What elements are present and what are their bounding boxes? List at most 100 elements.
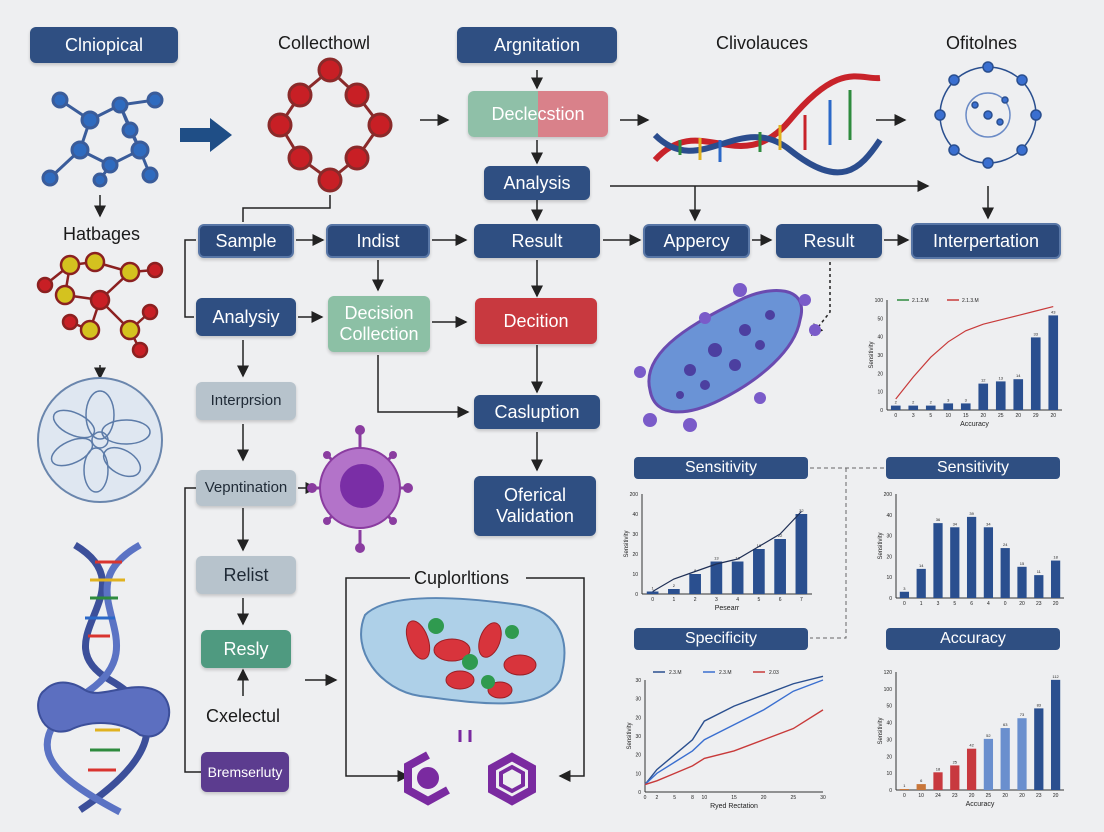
- arrow-result2-to-cell: [811, 262, 831, 337]
- top-right-bar-label: 33: [1034, 331, 1039, 336]
- sensitivity-2-bar: [950, 527, 960, 598]
- accuracy-ytick: 10: [886, 771, 892, 777]
- label-cxelectul: Cxelectul: [206, 706, 281, 726]
- top-right-bar-label: 3: [947, 397, 950, 402]
- blue-molecule-icon: [41, 91, 164, 188]
- box-decition[interactable]: Decition: [475, 298, 597, 344]
- accuracy-ytick: 120: [884, 670, 893, 676]
- sensitivity-2-bar-label: 11: [1037, 569, 1042, 574]
- accuracy-ytick: 40: [886, 721, 892, 727]
- bacterium-icon: [634, 283, 821, 432]
- accuracy-ylabel: Sensitivity: [878, 717, 884, 744]
- box-decision-collection[interactable]: Decision Collection: [328, 296, 430, 352]
- sensitivity-1-xtick: 4: [736, 597, 739, 603]
- chart-title-sensitivity-2: Sensitivity: [886, 457, 1060, 479]
- sensitivity-1-ytick: 0: [635, 592, 638, 598]
- sensitivity-1-bar-label: 13: [714, 556, 719, 561]
- box-interprsion[interactable]: Interprsion: [196, 382, 296, 420]
- accuracy-xtick: 20: [1002, 793, 1008, 799]
- accuracy-bar: [933, 772, 943, 790]
- label-collect: Collecthowl: [278, 33, 371, 53]
- top-right-bar: [978, 383, 989, 410]
- top-right-bar-label: 13: [999, 375, 1004, 380]
- sensitivity-2-bar: [1050, 560, 1061, 598]
- chart-title-sensitivity-1: Sensitivity: [634, 457, 808, 479]
- accuracy-bar-label: 1: [903, 783, 906, 788]
- accuracy-bar: [1034, 708, 1044, 790]
- box-interpretation[interactable]: Interpertation: [911, 223, 1061, 259]
- specificity-ytick: 30: [635, 697, 641, 703]
- virus-icon: [307, 425, 413, 553]
- box-indist[interactable]: Indist: [326, 224, 430, 258]
- sensitivity-2-bar: [1017, 566, 1027, 598]
- specificity-xtick: 8: [691, 795, 694, 801]
- accuracy-xtick: 24: [935, 793, 941, 799]
- line-decision-to-casluption: [377, 355, 470, 418]
- box-declection[interactable]: Declecstion: [468, 91, 608, 137]
- top-right-bar-label: 3: [965, 397, 968, 402]
- sensitivity-2-xtick: 0: [903, 601, 906, 607]
- box-appercy[interactable]: Appercy: [643, 224, 750, 258]
- top-right-xtick: 5: [929, 413, 932, 419]
- top-right-bar-label: 2: [895, 400, 898, 405]
- accuracy-bar: [1017, 718, 1027, 790]
- box-result-1[interactable]: Result: [474, 224, 600, 258]
- sensitivity-2-bar-label: 36: [936, 517, 941, 522]
- box-analysiy[interactable]: Analysiy: [196, 298, 296, 336]
- sensitivity-1-bar: [795, 514, 808, 594]
- box-oferical-validation[interactable]: Oferical Validation: [474, 476, 596, 536]
- sensitivity-1-xtick: 2: [694, 597, 697, 603]
- box-analysis-top[interactable]: Analysis: [484, 166, 590, 200]
- box-bremserlucy[interactable]: Bremserluty: [201, 752, 289, 792]
- top-right-bar: [1048, 315, 1059, 410]
- cell-organelles-icon: [360, 597, 566, 705]
- box-casluption[interactable]: Casluption: [474, 395, 600, 429]
- line-collect-to-sample: [242, 195, 331, 222]
- box-vepntination[interactable]: Vepntination: [196, 470, 296, 506]
- sensitivity-1-bar: [689, 574, 701, 594]
- sensitivity-1-xtick: 5: [757, 597, 760, 603]
- top-right-xtick: 20: [1050, 413, 1056, 419]
- top-right-legend-label: 2.1.2.M: [912, 298, 929, 304]
- specificity-ytick: 30: [635, 678, 641, 684]
- top-right-ytick: 30: [877, 353, 883, 359]
- sensitivity-1-bar-label: 22: [778, 533, 783, 538]
- box-sample[interactable]: Sample: [198, 224, 294, 258]
- sensitivity-2-ytick: 40: [886, 513, 892, 519]
- sensitivity-2-bar: [1000, 548, 1010, 598]
- accuracy-xtick: 20: [1053, 793, 1059, 799]
- sensitivity-2-bar-label: 18: [1053, 555, 1058, 560]
- label-clivolauces: Clivolauces: [716, 33, 809, 53]
- specificity-xtick: 25: [791, 795, 797, 801]
- box-relist[interactable]: Relist: [196, 556, 296, 594]
- specificity-xtick: 30: [820, 795, 826, 801]
- specificity-xtick: 20: [761, 795, 767, 801]
- sensitivity-1-xtick: 7: [800, 597, 803, 603]
- top-right-ytick: 20: [877, 371, 883, 377]
- accuracy-xtick: 23: [952, 793, 958, 799]
- specificity-xlabel: Ryed Rectation: [710, 803, 758, 810]
- network-circle-icon: [934, 61, 1042, 169]
- top-right-xtick: 25: [998, 413, 1004, 419]
- sensitivity-1-xlabel: Pesearr: [715, 605, 740, 612]
- thick-arrow-icon: [180, 118, 232, 152]
- top-right-ytick: 10: [877, 390, 883, 396]
- label-argnitation: Argnitation: [457, 27, 617, 63]
- line-cuplor-box-right: [526, 577, 585, 782]
- sensitivity-1-ytick: 40: [632, 512, 638, 518]
- specificity-ytick: 0: [638, 790, 641, 796]
- accuracy-xlabel: Accuracy: [966, 801, 995, 808]
- top-right-xtick: 0: [894, 413, 897, 419]
- sensitivity-1-bar-label: 1: [652, 586, 655, 591]
- line-left-bracket: [184, 487, 214, 773]
- top-right-bar-label: 2: [930, 400, 933, 405]
- accuracy-ytick: 50: [886, 704, 892, 710]
- specificity-ytick: 30: [635, 734, 641, 740]
- box-resly[interactable]: Resly: [201, 630, 291, 668]
- box-result-2[interactable]: Result: [776, 224, 882, 258]
- sensitivity-2-ytick: 0: [889, 596, 892, 602]
